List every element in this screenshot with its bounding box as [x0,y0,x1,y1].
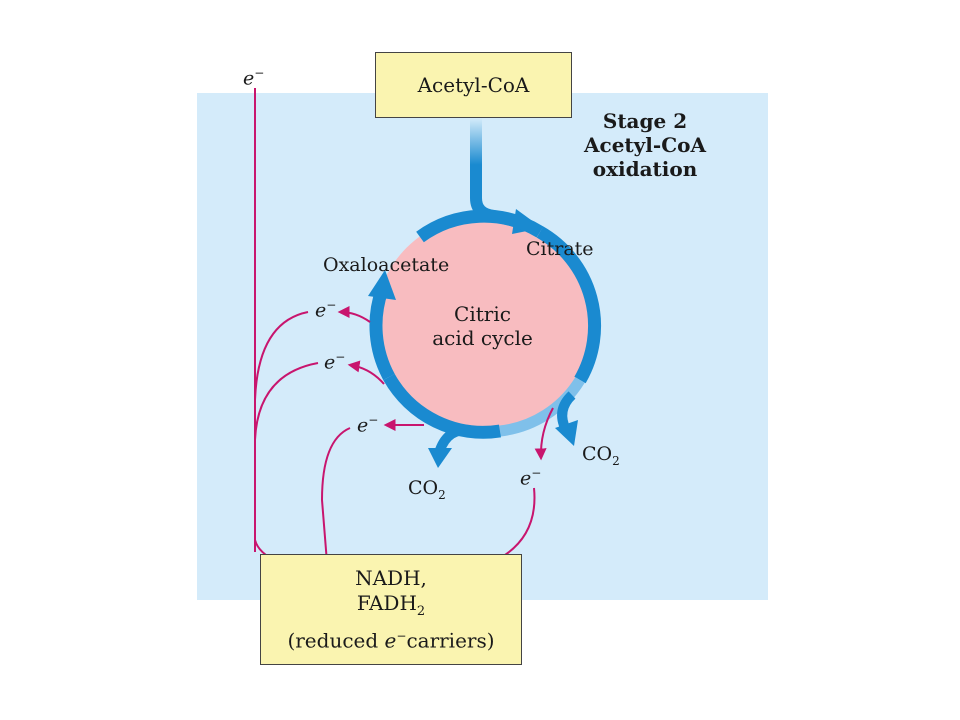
cycle-ring-left [369,287,395,381]
acetyl-coa-label: Acetyl-CoA [417,72,530,97]
electron-loop-3 [320,427,351,578]
electron-label-2: e− [324,350,346,374]
cycle-circle [375,216,591,432]
carriers-line2: FADH2 [356,590,426,619]
carriers-line1: NADH, [355,565,427,590]
electron-label-top: e− [243,66,265,90]
co2-left-arrow [435,424,471,452]
co2-label-left: CO2 [408,477,446,502]
oxaloacetate-label: Oxaloacetate [323,254,450,276]
electron-label-1: e− [315,298,337,322]
cycle-ring-right [536,226,602,384]
cycle-ring-top [416,209,544,243]
electron-arrow-4 [534,407,554,461]
acetyl-input-arrow [470,118,522,228]
carriers-line3: (reduced e−carriers) [287,628,495,653]
reduced-carriers-box: NADH, FADH2 (reduced e−carriers) [260,554,522,665]
citrate-label: Citrate [526,238,594,260]
stage-title-line3: oxidation [592,157,698,181]
cycle-label-line2: acid cycle [432,326,533,350]
stage-title-line1: Stage 2 [602,109,688,133]
cycle-label-line1: Citric [454,302,511,326]
stage-title: Stage 2 Acetyl-CoA oxidation [560,109,730,181]
electron-arrow-1 [337,306,371,323]
cycle-ring-bottom-left [383,373,502,439]
electron-label-4: e− [520,466,542,490]
electron-loop-2 [254,362,319,441]
electron-arrow-2 [347,360,385,385]
acetyl-coa-box: Acetyl-CoA [375,52,572,118]
co2-label-right: CO2 [582,443,620,468]
co2-left-arrowhead [428,448,452,468]
co2-right-arrowhead [555,420,578,446]
cycle-ring-bottom-right [499,377,585,437]
electron-loop-1 [254,311,309,401]
cycle-ring-left-arrowhead [368,270,396,300]
stage-title-line2: Acetyl-CoA [584,133,706,157]
electron-label-3: e− [357,413,379,437]
cycle-center-label: Citric acid cycle [415,302,550,350]
